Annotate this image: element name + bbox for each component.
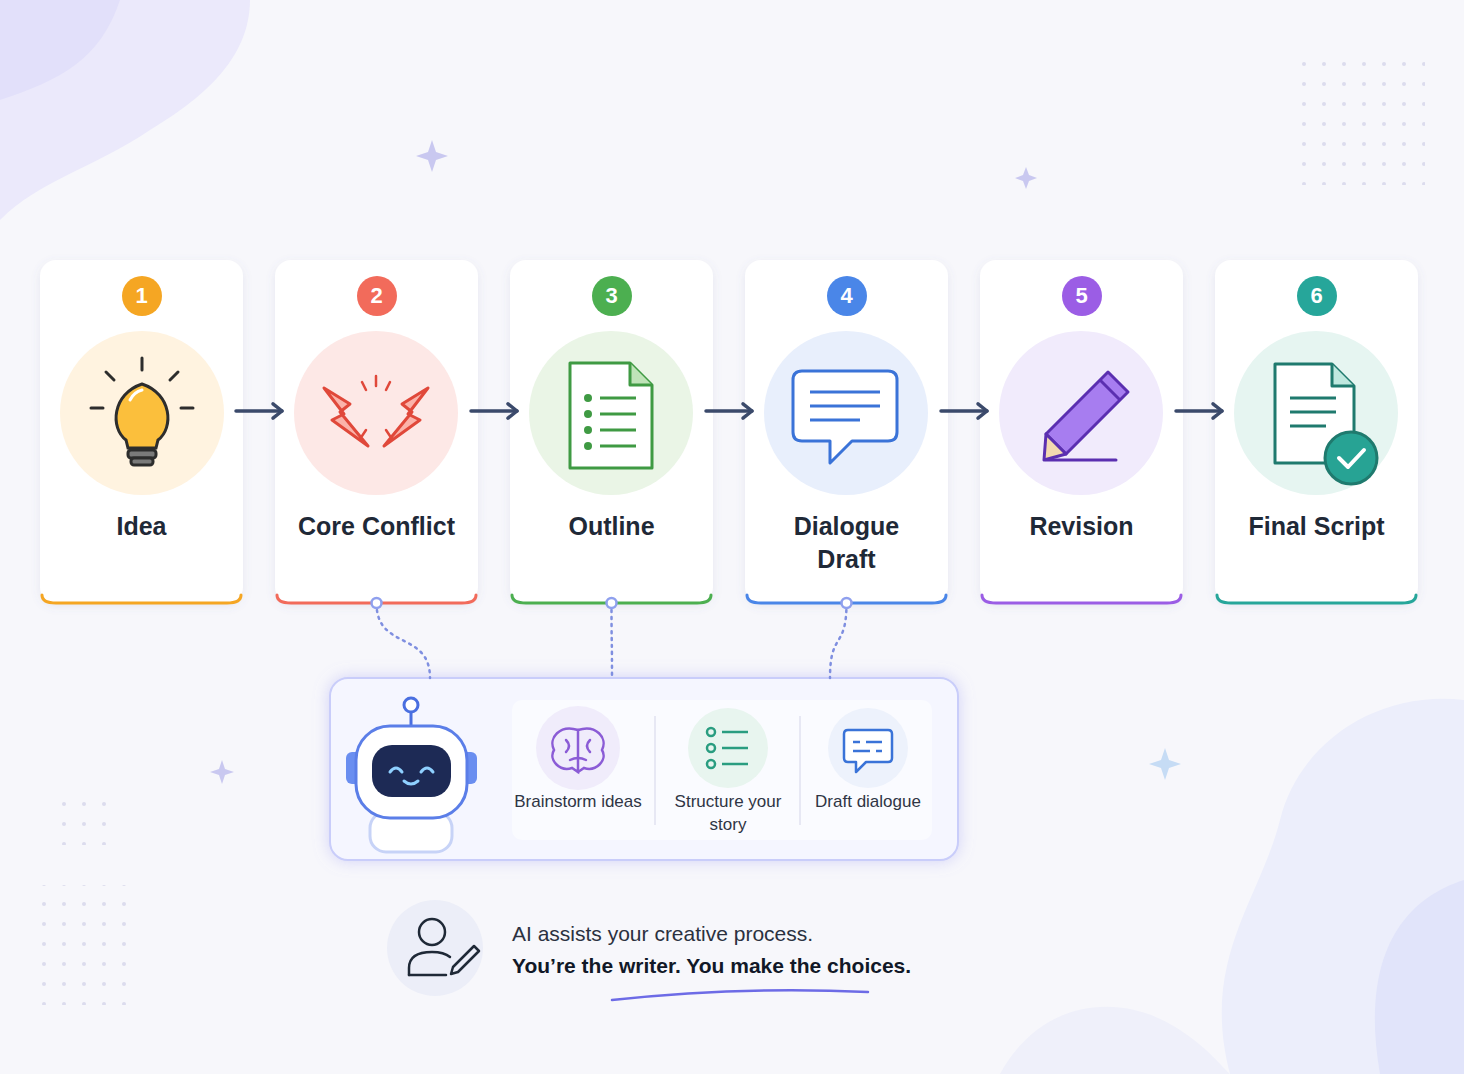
label-wrap: Core Conflict [275, 510, 478, 543]
ai-feature: Structure your story [663, 790, 793, 836]
connector [471, 404, 517, 418]
caption-line: AI assists your creative process. [512, 922, 813, 946]
step-card: 3Outline [510, 260, 713, 603]
step-label: Dialogue Draft [777, 510, 917, 576]
connector [372, 598, 431, 678]
step-number: 4 [827, 276, 867, 316]
step-number: 5 [1062, 276, 1102, 316]
ai-panel: Brainstorm ideas Structure your story Draf… [330, 678, 958, 860]
step-label: Outline [568, 510, 654, 543]
connector [830, 598, 852, 678]
label-wrap: Outline [510, 510, 713, 543]
connector [1176, 404, 1222, 418]
connector [706, 404, 752, 418]
label-wrap: Revision [980, 510, 1183, 543]
step-number: 3 [592, 276, 632, 316]
step-number: 6 [1297, 276, 1337, 316]
label-wrap: Final Script [1215, 510, 1418, 543]
ai-feature: Brainstorm ideas [513, 790, 643, 813]
step-card: 4Dialogue Draft [745, 260, 948, 603]
step-label: Idea [116, 510, 166, 543]
label-wrap: Dialogue Draft [745, 510, 948, 576]
step-card: 5Revision [980, 260, 1183, 603]
step-label: Final Script [1248, 510, 1384, 543]
label-wrap: Idea [40, 510, 243, 543]
connector [236, 404, 282, 418]
caption-line: You’re the writer. You make the choices. [512, 954, 911, 978]
step-number: 1 [122, 276, 162, 316]
step-number: 2 [357, 276, 397, 316]
connector [941, 404, 987, 418]
step-card: 1Idea [40, 260, 243, 603]
step-card: 2Core Conflict [275, 260, 478, 603]
step-label: Revision [1029, 510, 1133, 543]
step-card: 6Final Script [1215, 260, 1418, 603]
step-label: Core Conflict [298, 510, 455, 543]
ai-feature: Draft dialogue [803, 790, 933, 813]
connector [607, 598, 617, 678]
